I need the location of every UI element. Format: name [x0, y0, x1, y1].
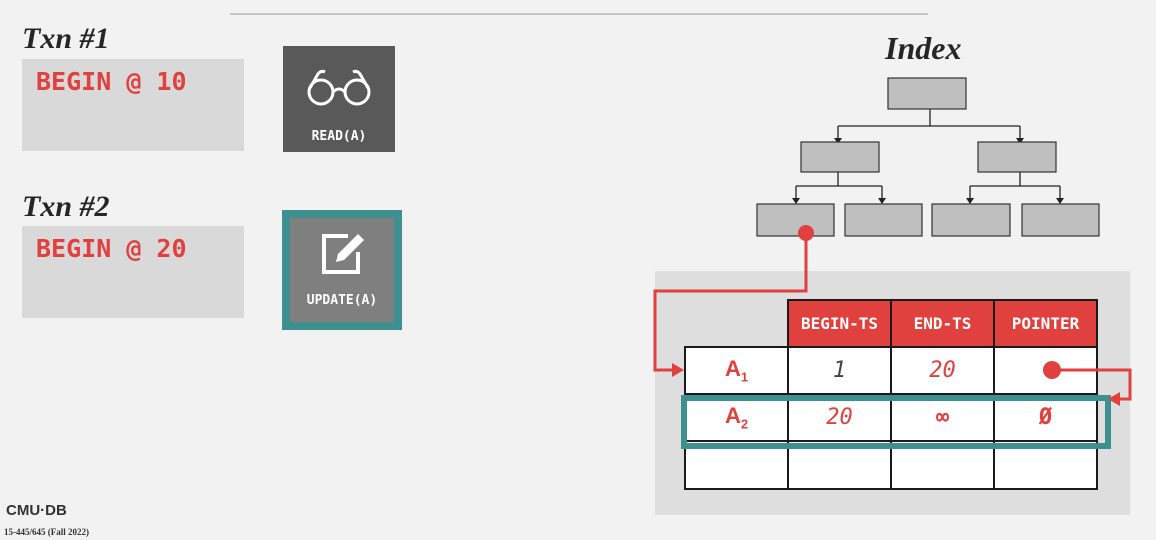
- empty-cell-2: [787, 440, 892, 490]
- update-a-button[interactable]: UPDATE(A): [282, 210, 402, 330]
- a1-end-ts: 20: [890, 346, 995, 395]
- txn2-begin-text: BEGIN @ 20: [36, 234, 187, 263]
- a2-pointer: Ø: [993, 393, 1098, 442]
- update-a-inner: UPDATE(A): [290, 218, 394, 322]
- txn2-title: Txn #2: [22, 190, 110, 223]
- read-a-label: READ(A): [311, 129, 367, 144]
- a1-pointer-dot: [1043, 361, 1061, 379]
- glasses-icon: [307, 69, 371, 106]
- version-a2: A2: [684, 393, 789, 442]
- update-a-label: UPDATE(A): [306, 293, 378, 308]
- a2-row-highlight: [681, 395, 1111, 449]
- txn2-begin-box: BEGIN @ 20: [22, 226, 244, 318]
- index-inner-node-right: [977, 141, 1057, 173]
- a1-begin-ts: 1: [787, 346, 892, 395]
- txn1-begin-box: BEGIN @ 10: [22, 59, 244, 151]
- read-a-button[interactable]: READ(A): [283, 46, 395, 152]
- edit-icon: [322, 234, 364, 274]
- index-tree: [756, 77, 1100, 237]
- header-pointer: POINTER: [993, 299, 1098, 348]
- table-row-a2: A2 20 ∞ Ø: [684, 393, 1098, 442]
- arrow-to-a1: [672, 363, 684, 377]
- txn1-begin-text: BEGIN @ 10: [36, 67, 187, 96]
- header-end-ts: END-TS: [890, 299, 995, 348]
- index-inner-node-left: [800, 141, 880, 173]
- leaf-pointer-dot: [798, 225, 814, 241]
- version-a1: A1: [684, 346, 789, 395]
- index-leaf-node-4: [1021, 203, 1100, 237]
- index-leaf-node-2: [844, 203, 923, 237]
- table-corner: [685, 300, 789, 348]
- arrow-to-a2: [1108, 392, 1120, 406]
- cmu-db-logo: CMU·DB: [6, 502, 67, 519]
- index-root-node: [887, 77, 967, 110]
- course-label: 15-445/645 (Fall 2022): [4, 527, 89, 537]
- index-leaf-node-3: [931, 203, 1011, 237]
- index-leaf-node-1: [756, 203, 835, 237]
- index-title: Index: [885, 30, 962, 66]
- a2-begin-ts: 20: [787, 393, 892, 442]
- table-row-a1: A1 1 20: [684, 346, 1098, 395]
- txn1-title: Txn #1: [22, 22, 110, 55]
- header-begin-ts: BEGIN-TS: [787, 299, 892, 348]
- top-divider: [230, 13, 928, 15]
